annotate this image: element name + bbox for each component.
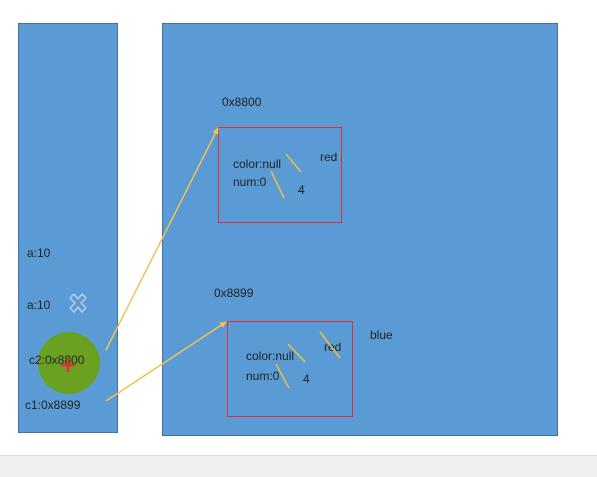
object2-num-new-value: 4 [303,372,310,386]
heap-panel [162,23,558,436]
object2-address: 0x8899 [214,286,254,300]
object2-color-field: color:null [246,349,295,363]
object2-box [227,321,353,417]
stack-panel [18,23,118,433]
stack-var-a-duplicate: a:10 [27,298,51,312]
object1-num-new-value: 4 [298,183,305,197]
cross-out-icon [69,293,87,313]
bottom-bar [0,455,597,477]
stack-var-a: a:10 [27,246,51,260]
object2-num-field: num:0 [246,369,280,383]
object1-color-field: color:null [233,157,282,171]
object1-color-new-value: red [320,150,338,164]
object2-color-new-value-2: blue [370,328,393,342]
object1-address: 0x8800 [222,95,262,109]
object2-color-new-value-1: red [324,340,342,354]
stack-ref-c1: c1:0x8899 [25,398,81,412]
stack-ref-c2: c2:0x8800 [29,353,85,367]
object1-num-field: num:0 [233,175,267,189]
